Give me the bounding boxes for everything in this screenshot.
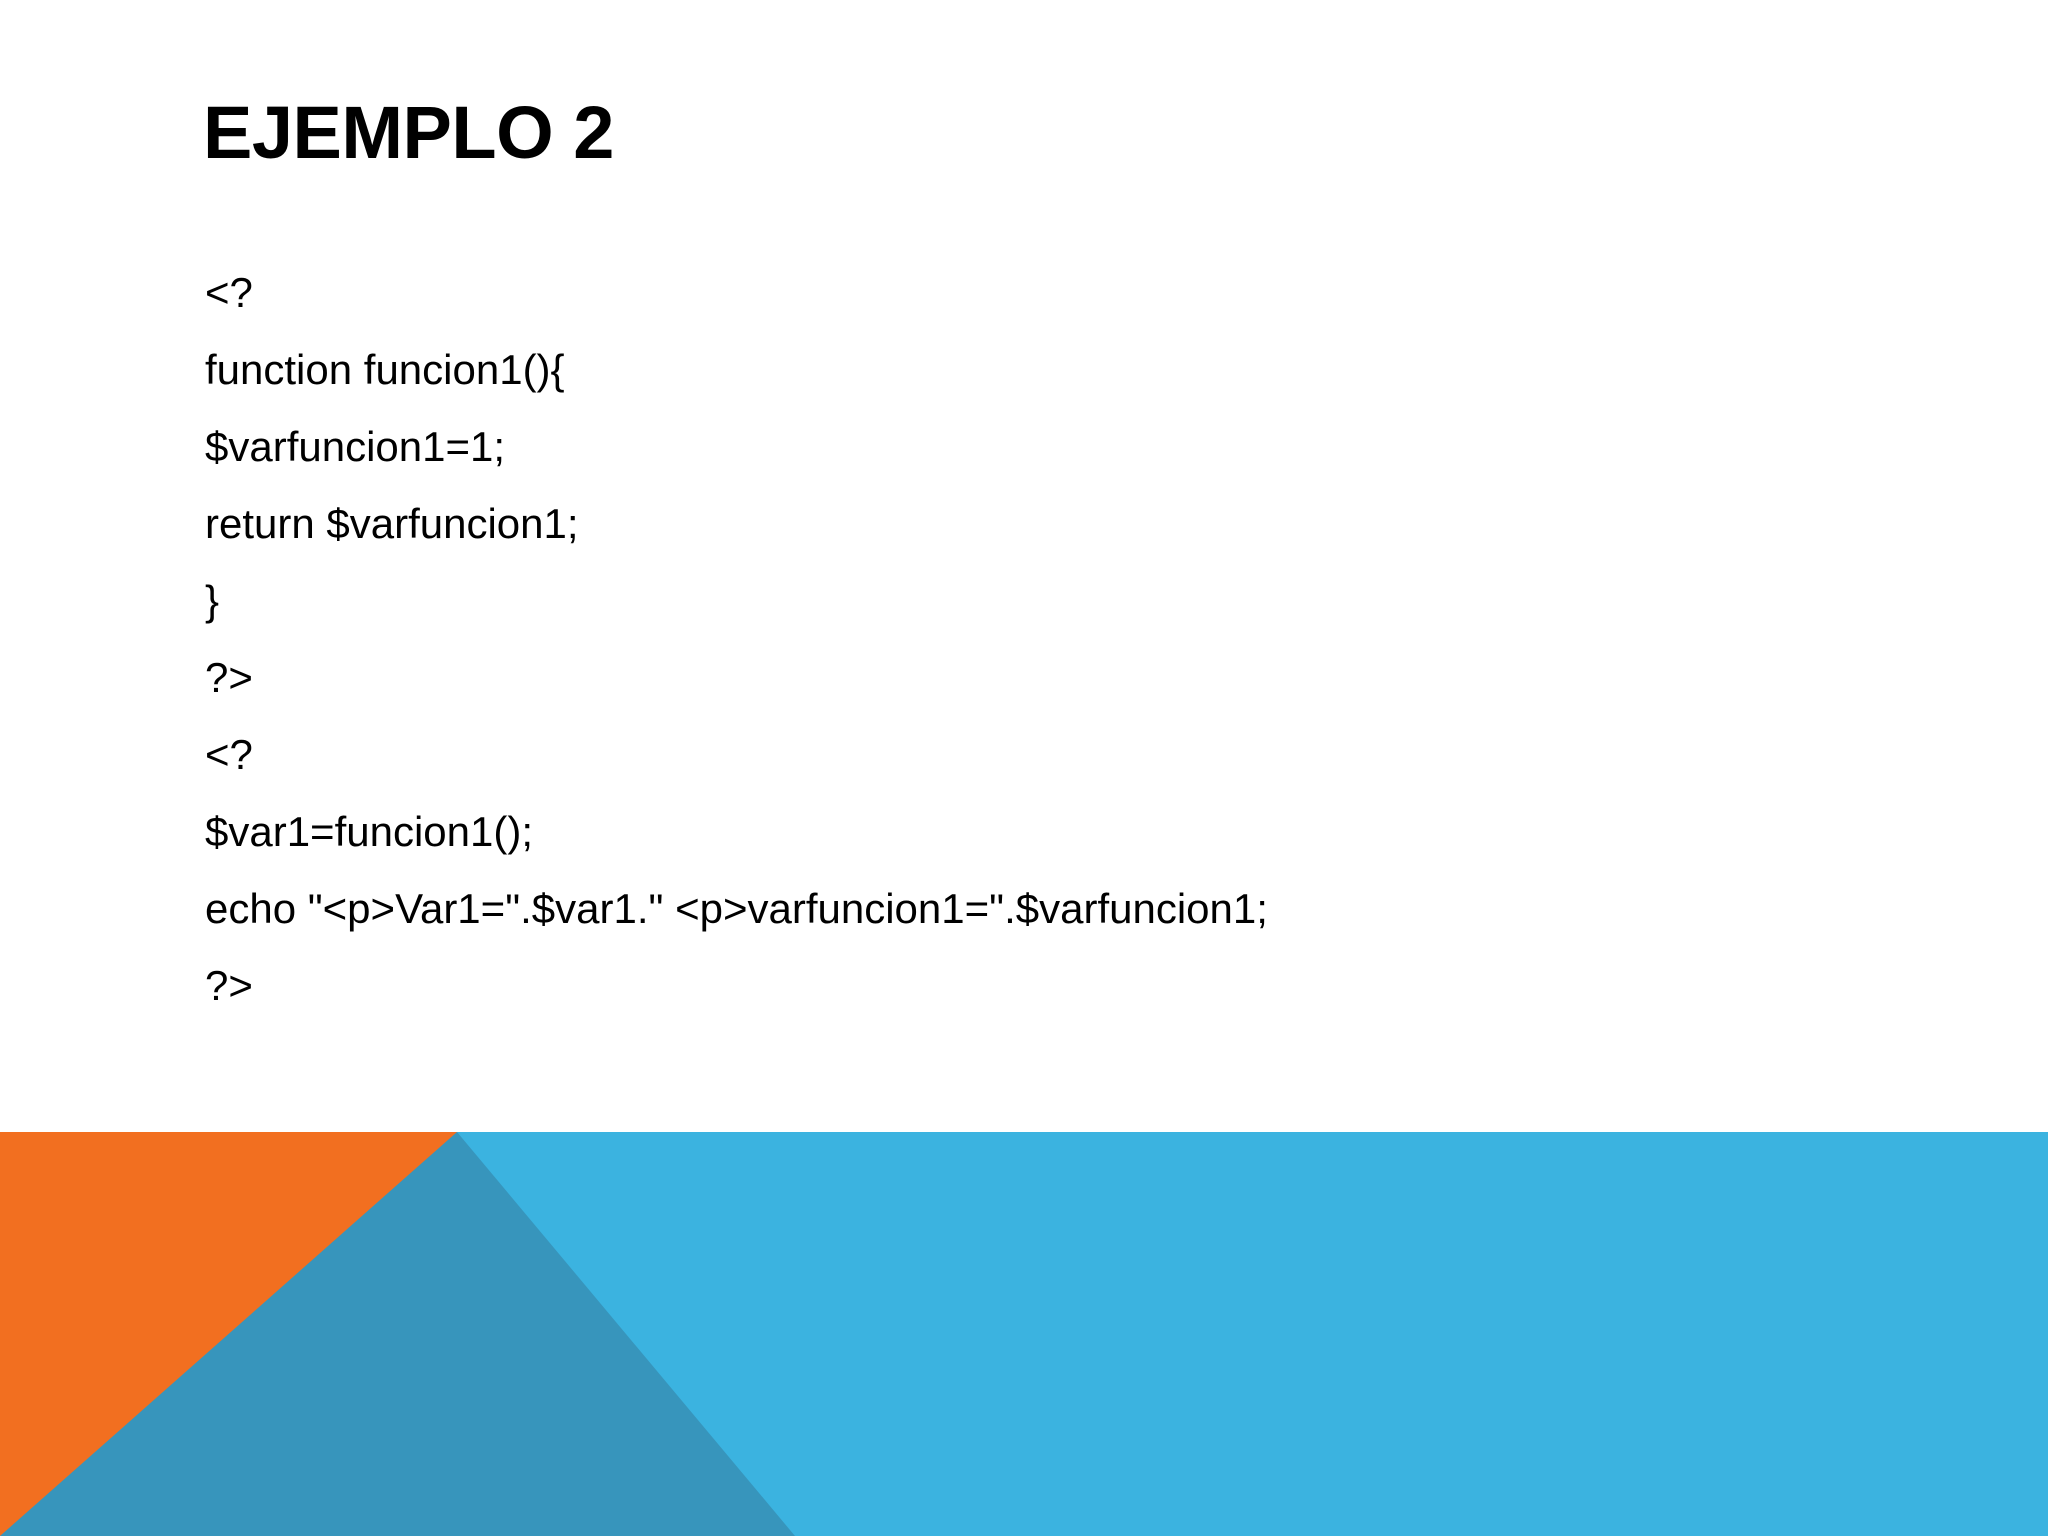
code-line: <? [205,269,253,316]
code-line: return $varfuncion1; [205,500,579,547]
code-block: <? function funcion1(){ $varfuncion1=1; … [205,254,1905,1024]
banner-shapes [0,1132,2048,1536]
code-line: <? [205,731,253,778]
code-line: } [205,577,220,624]
code-line: $varfuncion1=1; [205,423,506,470]
code-line: $var1=funcion1(); [205,808,534,855]
code-line: function funcion1(){ [205,346,565,393]
code-line: ?> [205,962,253,1009]
code-line: echo "<p>Var1=".$var1." <p>varfuncion1="… [205,885,1268,932]
page-title: EJEMPLO 2 [203,91,614,174]
teal-triangle [0,1132,795,1536]
code-line: ?> [205,654,253,701]
decorative-banner [0,1132,2048,1536]
